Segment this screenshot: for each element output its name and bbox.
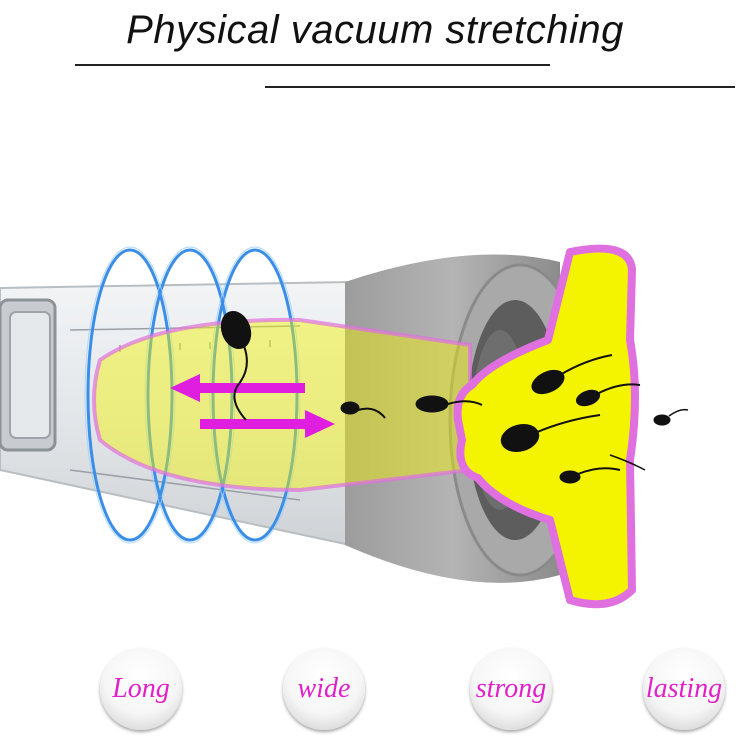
badge-lasting: lasting (643, 648, 725, 730)
badge-long: Long (100, 648, 182, 730)
badge-strong: strong (470, 648, 552, 730)
badge-wide: wide (283, 648, 365, 730)
glow-ring-icon (86, 248, 299, 542)
double-arrow-icon (170, 374, 335, 438)
sperm-icon (220, 311, 689, 484)
title-underline-bottom (265, 86, 735, 88)
badge-label: Long (112, 673, 170, 704)
organ-base (453, 244, 639, 609)
badge-label: lasting (645, 673, 723, 704)
vacuum-pump-illustration (0, 244, 689, 609)
badge-label: strong (475, 673, 547, 704)
badge-label: wide (297, 673, 351, 704)
page-title: Physical vacuum stretching (126, 8, 624, 52)
title-underline-top (75, 64, 550, 66)
organ-shaft (92, 317, 472, 493)
